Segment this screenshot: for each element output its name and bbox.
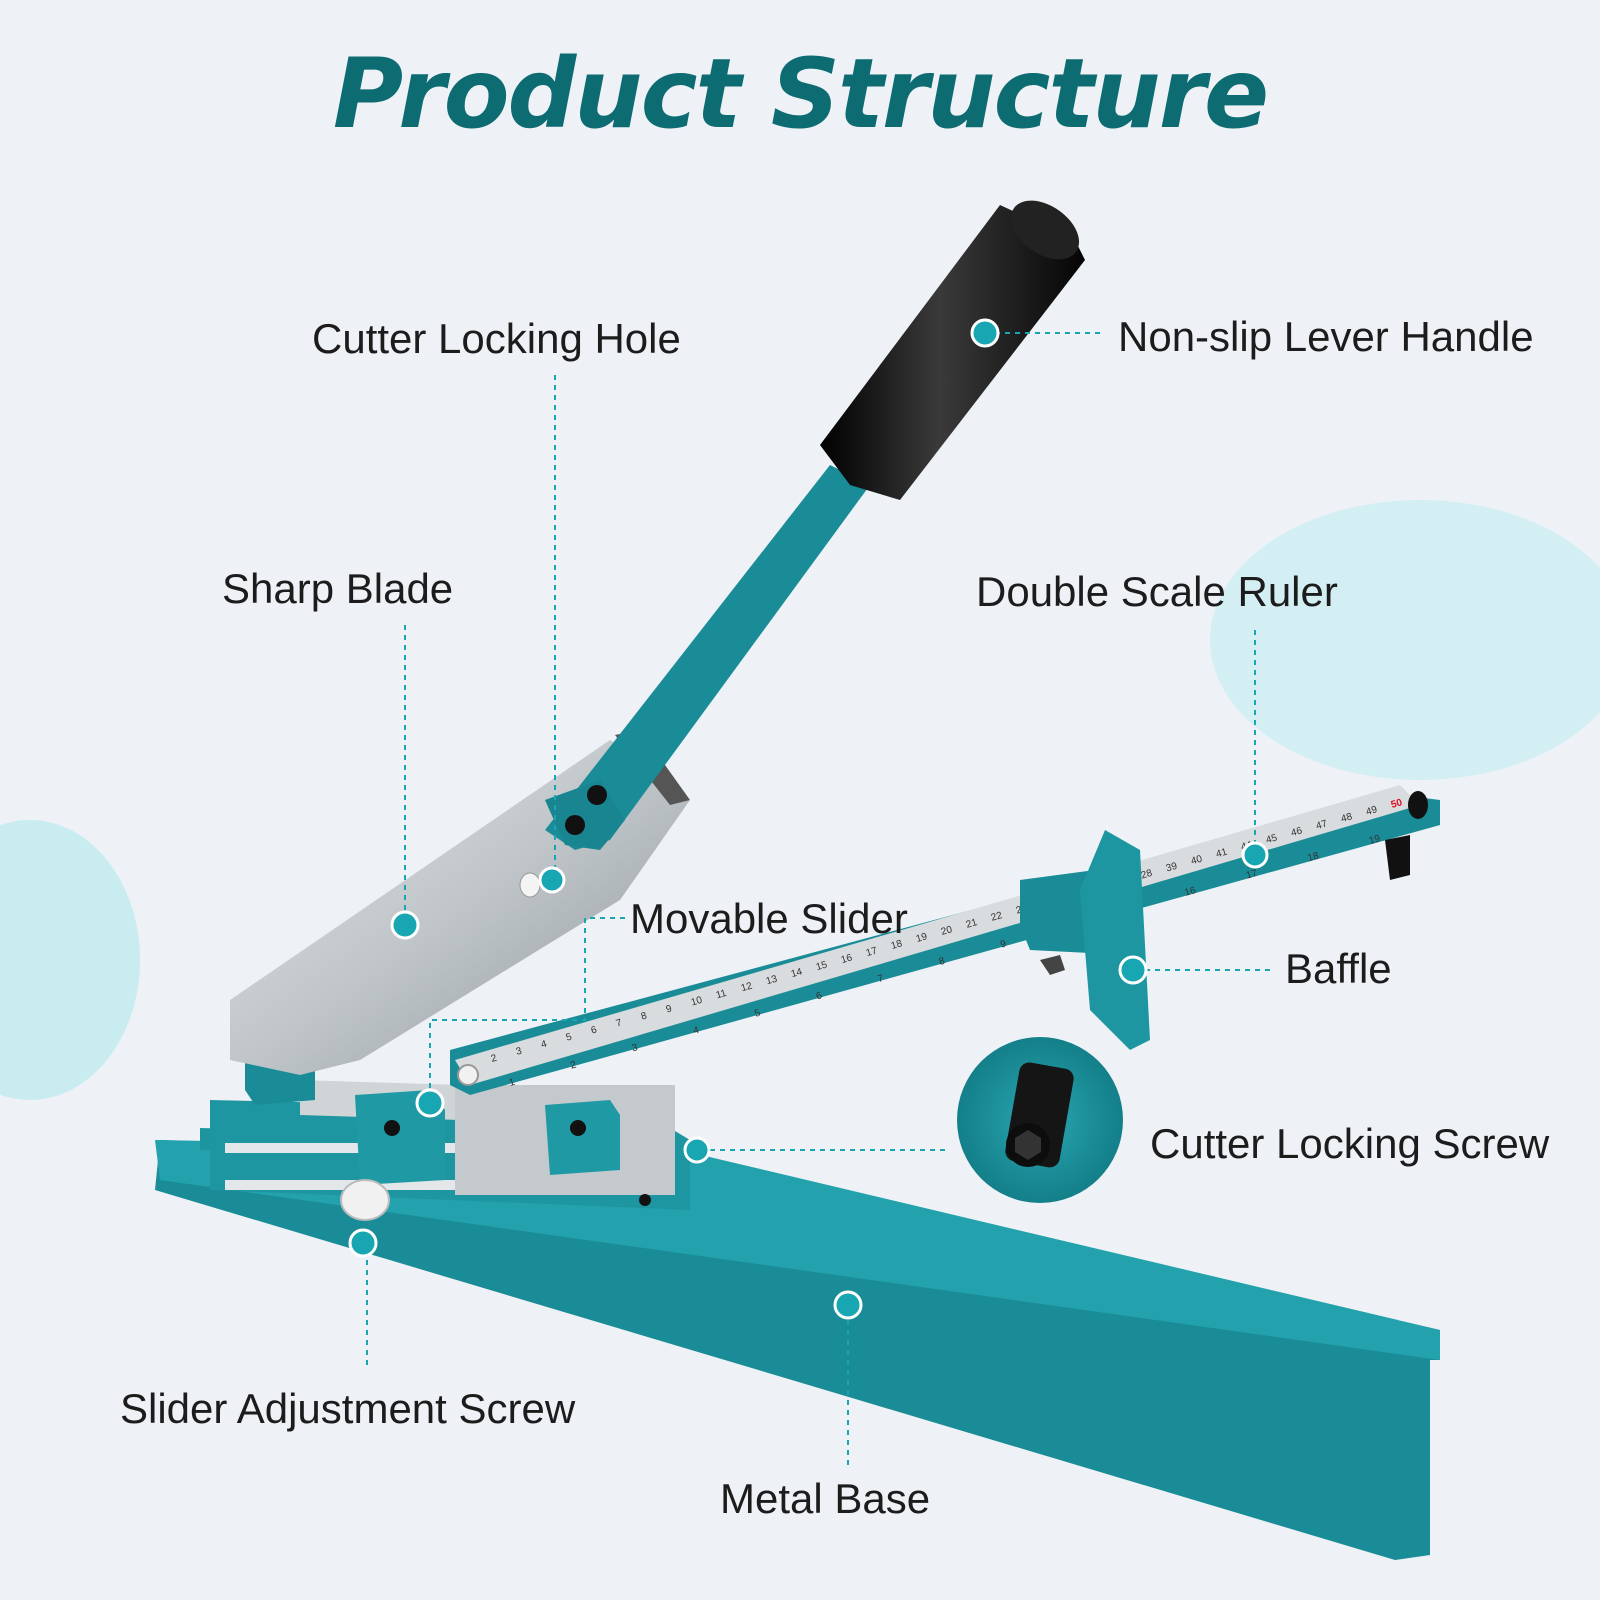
label-double-scale-ruler: Double Scale Ruler: [976, 568, 1338, 615]
ruler-top-number-10: 12: [740, 981, 754, 995]
ruler-bottom-number-13: 18: [1306, 850, 1320, 864]
ruler-top-number-3: 5: [565, 1031, 574, 1043]
ruler-bottom-number-12: 17: [1245, 868, 1259, 882]
ruler-top-number-13: 15: [815, 959, 829, 973]
ruler-top-number-11: 13: [765, 974, 779, 988]
ruler-top-number-18: 20: [940, 924, 954, 938]
cutter-locking-screw-zoom: [957, 1037, 1123, 1203]
ruler-top-number-33: 47: [1315, 818, 1329, 832]
marker-blade: [390, 910, 420, 940]
marker-dots: [348, 318, 1269, 1320]
ruler-top-number-5: 7: [615, 1017, 624, 1029]
marker-ruler: [1241, 841, 1269, 869]
ruler-bottom-number-6: 7: [876, 973, 885, 985]
page-title: Product Structure: [332, 38, 1269, 150]
ruler-top-number-7: 9: [665, 1003, 674, 1015]
marker-slider: [415, 1088, 445, 1118]
label-baffle: Baffle: [1285, 945, 1392, 992]
ruler-bottom-number-3: 4: [692, 1025, 701, 1037]
ruler-arm-shape: [450, 785, 1440, 1095]
marker-adjustment-screw: [348, 1228, 378, 1258]
ruler-top-number-20: 22: [990, 910, 1004, 924]
ruler-top-number-35: 49: [1365, 804, 1379, 818]
label-sharp-blade: Sharp Blade: [222, 565, 454, 612]
marker-locking-screw: [683, 1136, 711, 1164]
ruler-bottom-number-11: 16: [1183, 885, 1197, 899]
ruler-bottom-number-2: 3: [631, 1042, 640, 1054]
ruler-bottom-number-1: 2: [569, 1059, 578, 1071]
ruler-bottom-number-0: 1: [508, 1077, 517, 1089]
marker-metal-base: [833, 1290, 863, 1320]
ruler-top-number-0: 2: [490, 1053, 499, 1065]
ruler-top-number-27: 39: [1165, 861, 1179, 875]
ruler-top-number-15: 17: [865, 945, 879, 959]
ruler-bottom-number-8: 9: [999, 938, 1008, 950]
ruler-top-number-12: 14: [790, 966, 804, 980]
ruler-bottom-number-5: 6: [815, 990, 824, 1002]
label-cutter-locking-hole: Cutter Locking Hole: [312, 315, 681, 362]
label-slider-adjustment-screw: Slider Adjustment Screw: [120, 1385, 576, 1432]
label-cutter-locking-screw: Cutter Locking Screw: [1150, 1120, 1550, 1167]
lever-handle-shape: [820, 200, 1085, 500]
ruler-top-number-1: 3: [515, 1046, 524, 1058]
ruler-top-number-2: 4: [540, 1039, 549, 1051]
label-non-slip-lever-handle: Non-slip Lever Handle: [1118, 313, 1534, 360]
ruler-top-number-32: 46: [1290, 825, 1304, 839]
label-movable-slider: Movable Slider: [630, 895, 908, 942]
leader-lines: [366, 332, 1275, 1470]
ruler-top-number-4: 6: [590, 1024, 599, 1036]
ruler-top-number-28: 40: [1190, 854, 1204, 868]
ruler-top-number-36: 50: [1390, 797, 1404, 811]
ruler-bottom-number-7: 8: [938, 956, 947, 968]
ruler-top-number-9: 11: [715, 988, 728, 1002]
label-metal-base: Metal Base: [720, 1475, 931, 1522]
ruler-top-number-16: 18: [890, 938, 904, 952]
adjustment-knob-shape: [340, 1179, 390, 1221]
ruler-top-number-8: 10: [690, 995, 704, 1009]
baffle-shape: [1020, 830, 1150, 1050]
ruler-top-number-6: 8: [640, 1010, 649, 1022]
ruler-top-number-34: 48: [1340, 811, 1354, 825]
ruler-bottom-number-4: 5: [753, 1008, 762, 1020]
ruler-top-number-14: 16: [840, 952, 854, 966]
marker-handle: [970, 318, 1000, 348]
ruler-top-number-17: 19: [915, 931, 929, 945]
leader-slider: [429, 917, 625, 1090]
ruler-top-number-19: 21: [965, 917, 979, 931]
ruler-top-number-31: 45: [1265, 832, 1279, 846]
ruler-top-number-29: 41: [1215, 847, 1229, 861]
marker-locking-hole: [538, 866, 566, 894]
ruler-bottom-number-14: 19: [1368, 833, 1382, 847]
marker-baffle: [1118, 955, 1148, 985]
background-glow-right: [1210, 500, 1600, 780]
background-glow-left: [0, 820, 140, 1100]
lever-arm-shape: [545, 465, 870, 850]
ruler-top-number-26: 28: [1140, 868, 1154, 882]
